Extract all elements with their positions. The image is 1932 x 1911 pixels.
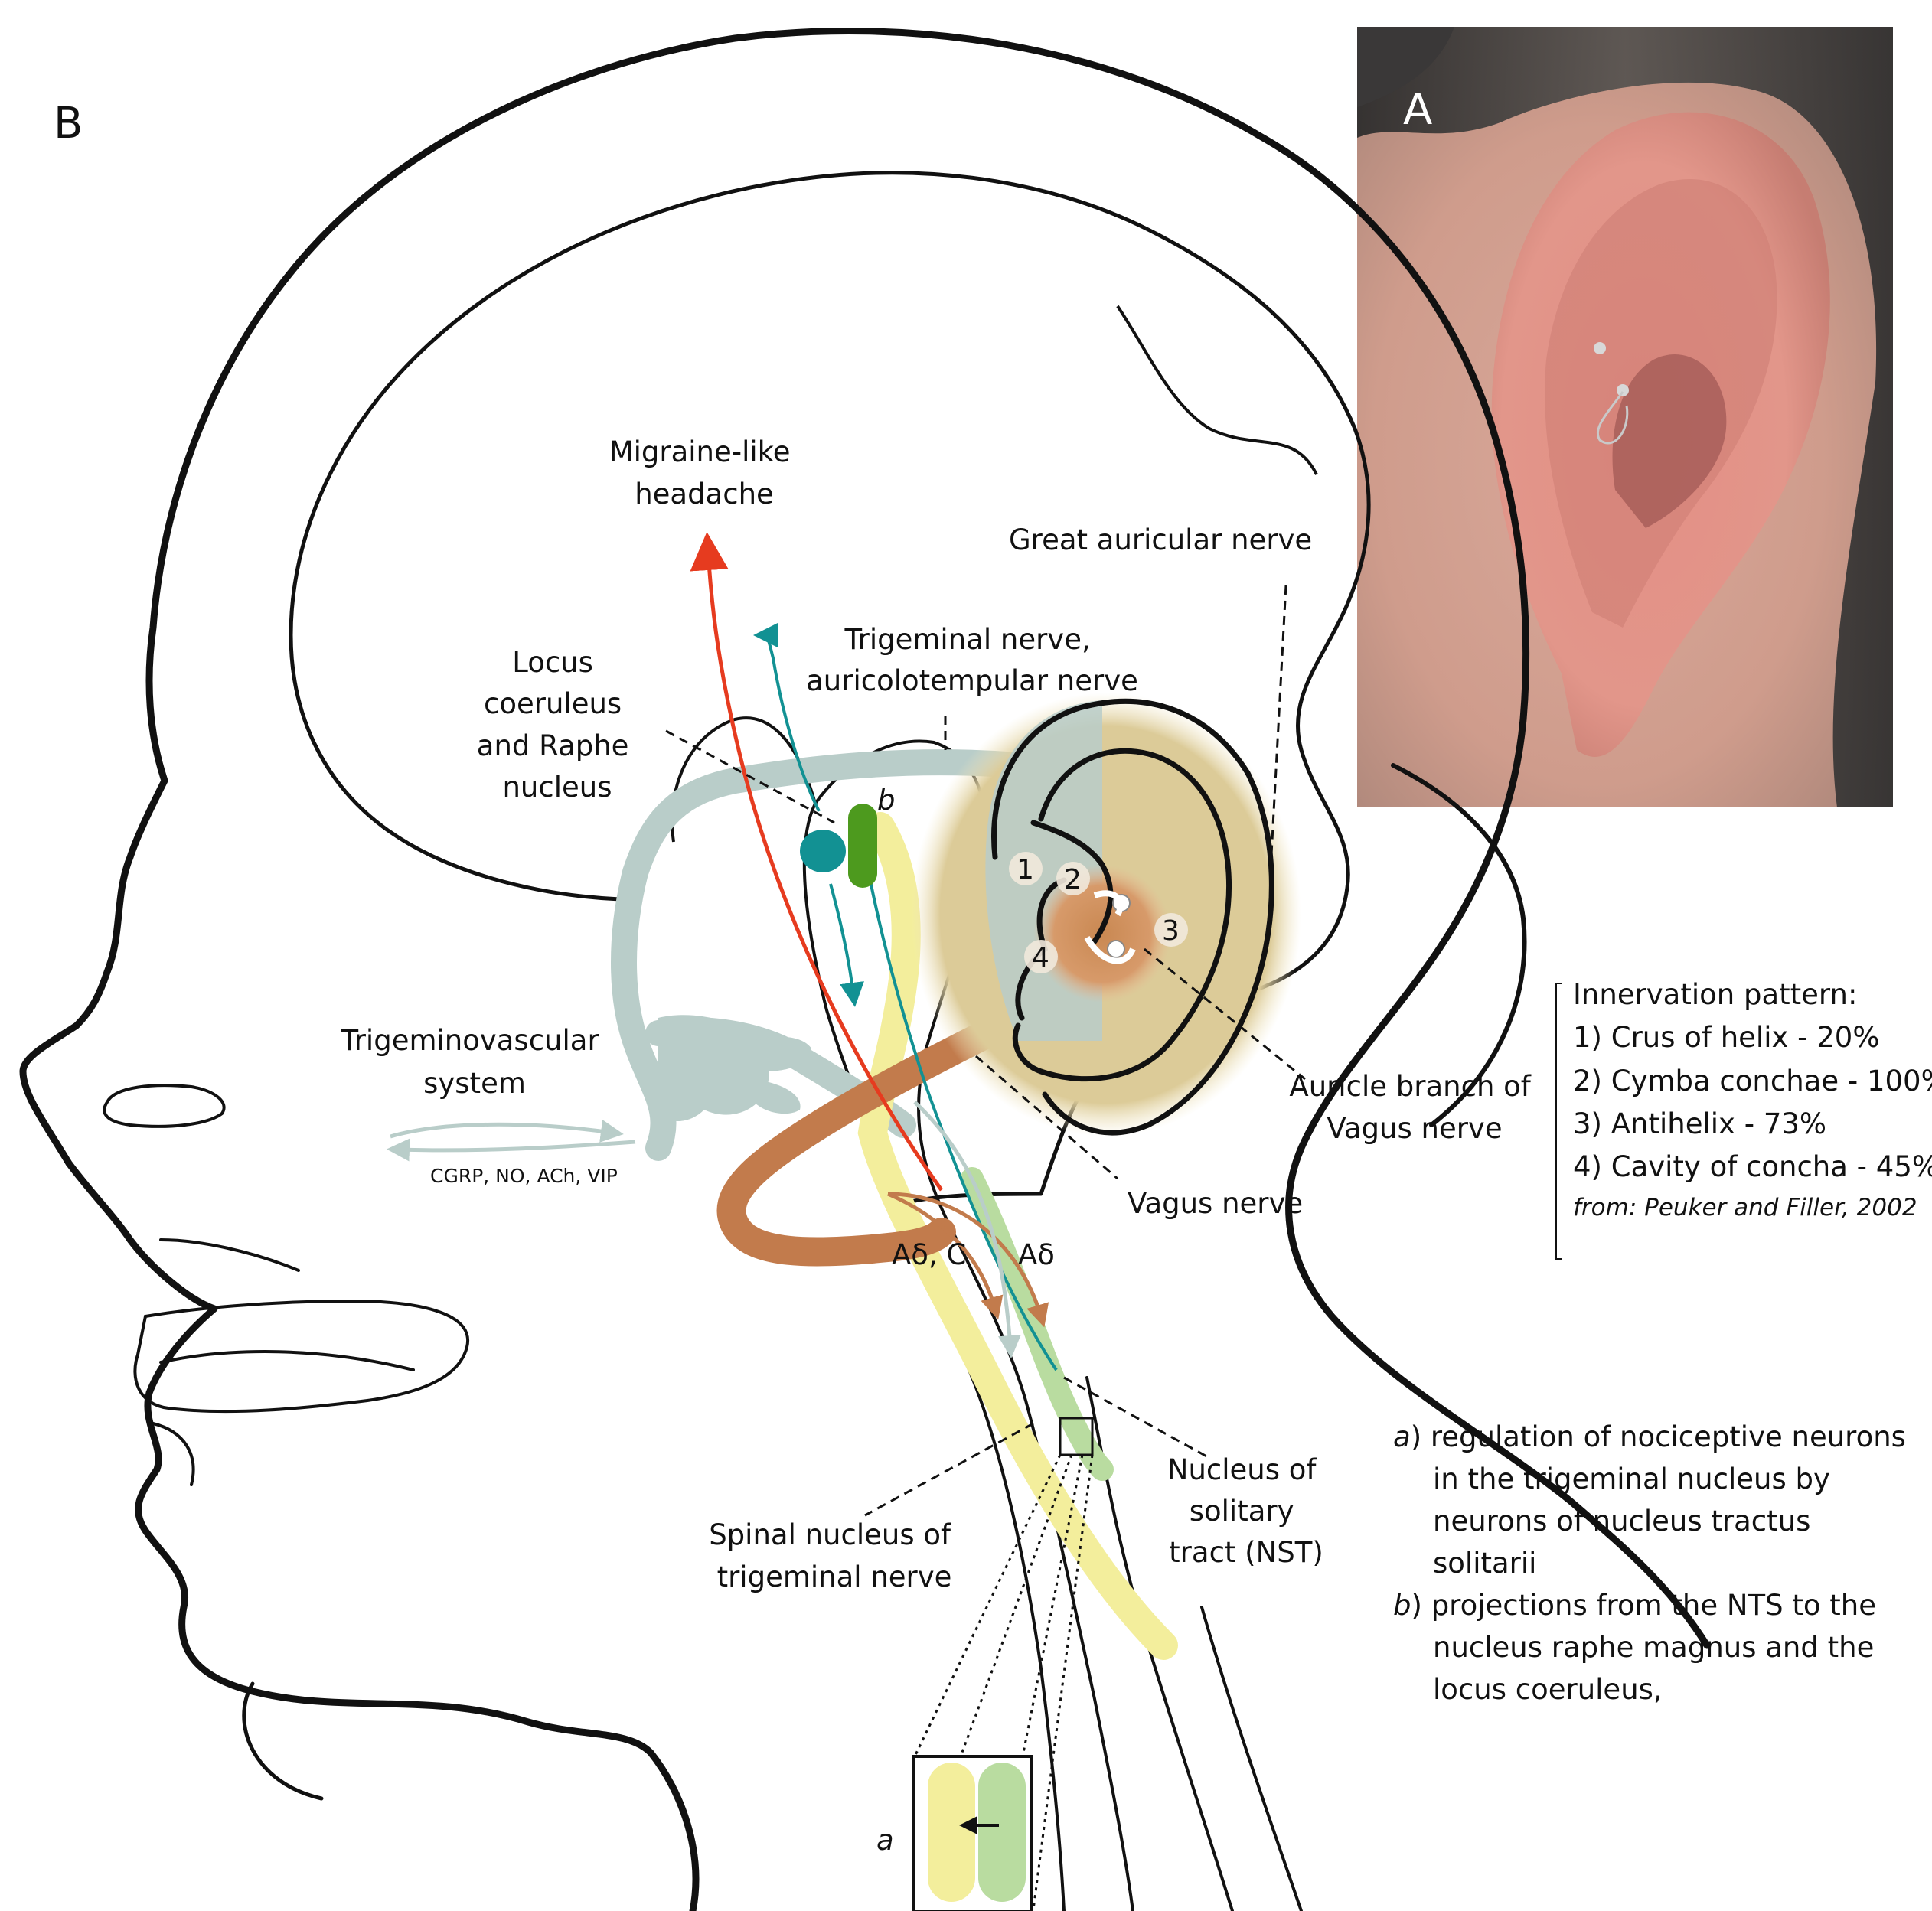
region-number-1: 1 bbox=[1017, 854, 1034, 885]
panel-label-b: B bbox=[54, 99, 83, 148]
locus-label: Locus coeruleus and Raphe nucleus bbox=[477, 646, 638, 804]
ear-drawing: 1 2 3 4 bbox=[911, 693, 1301, 1136]
innervation-item-2: 2) Cymba conchae - 100% bbox=[1573, 1065, 1932, 1097]
region-number-2: 2 bbox=[1064, 864, 1082, 895]
nst-label: Nucleus of solitary tract (NST) bbox=[1167, 1453, 1325, 1569]
migraine-label: Migraine-like headache bbox=[609, 435, 800, 510]
trigeminal-label: Trigeminal nerve, auricolotempular nerve bbox=[806, 623, 1138, 697]
innervation-item-4: 4) Cavity of concha - 45% bbox=[1573, 1150, 1932, 1183]
great-auricular-label: Great auricular nerve bbox=[1009, 523, 1312, 556]
fiber-adc-label: Aδ, C bbox=[892, 1238, 966, 1271]
locus-coeruleus bbox=[848, 804, 877, 888]
ear-photo bbox=[1357, 27, 1893, 807]
face-features bbox=[104, 1085, 468, 1485]
region-number-3: 3 bbox=[1162, 915, 1180, 947]
panel-label-a: A bbox=[1403, 85, 1432, 135]
trigeminovascular-label: Trigeminovascular system bbox=[341, 1024, 609, 1100]
teal-pathway-down bbox=[831, 884, 853, 995]
innervation-source: from: Peuker and Filler, 2002 bbox=[1573, 1194, 1917, 1221]
note-b: b) projections from the NTS to the nucle… bbox=[1393, 1589, 1885, 1706]
region-number-4: 4 bbox=[1032, 942, 1049, 973]
spinal-nucleus-label: Spinal nucleus of trigeminal nerve bbox=[709, 1518, 960, 1593]
fiber-ad-label: Aδ bbox=[1018, 1238, 1055, 1271]
innervation-item-1: 1) Crus of helix - 20% bbox=[1573, 1021, 1879, 1054]
brain-inner-fold bbox=[1118, 306, 1317, 474]
marker-b: b bbox=[877, 784, 896, 817]
mediators-label: CGRP, NO, ACh, VIP bbox=[430, 1165, 618, 1187]
innervation-bracket bbox=[1556, 983, 1562, 1259]
note-a: a) regulation of nociceptive neurons in … bbox=[1393, 1420, 1915, 1580]
raphe-nucleus bbox=[800, 830, 846, 872]
marker-a: a bbox=[876, 1824, 894, 1857]
trigeminal-ganglion bbox=[658, 1015, 811, 1121]
nucleus-solitary-tract bbox=[972, 1179, 1102, 1469]
zoom-inset bbox=[913, 1756, 1032, 1911]
innervation-item-3: 3) Antihelix - 73% bbox=[1573, 1107, 1826, 1140]
trigeminovascular-arrows bbox=[390, 1124, 635, 1150]
vagus-label: Vagus nerve bbox=[1128, 1187, 1303, 1220]
innervation-title: Innervation pattern: bbox=[1573, 978, 1857, 1011]
